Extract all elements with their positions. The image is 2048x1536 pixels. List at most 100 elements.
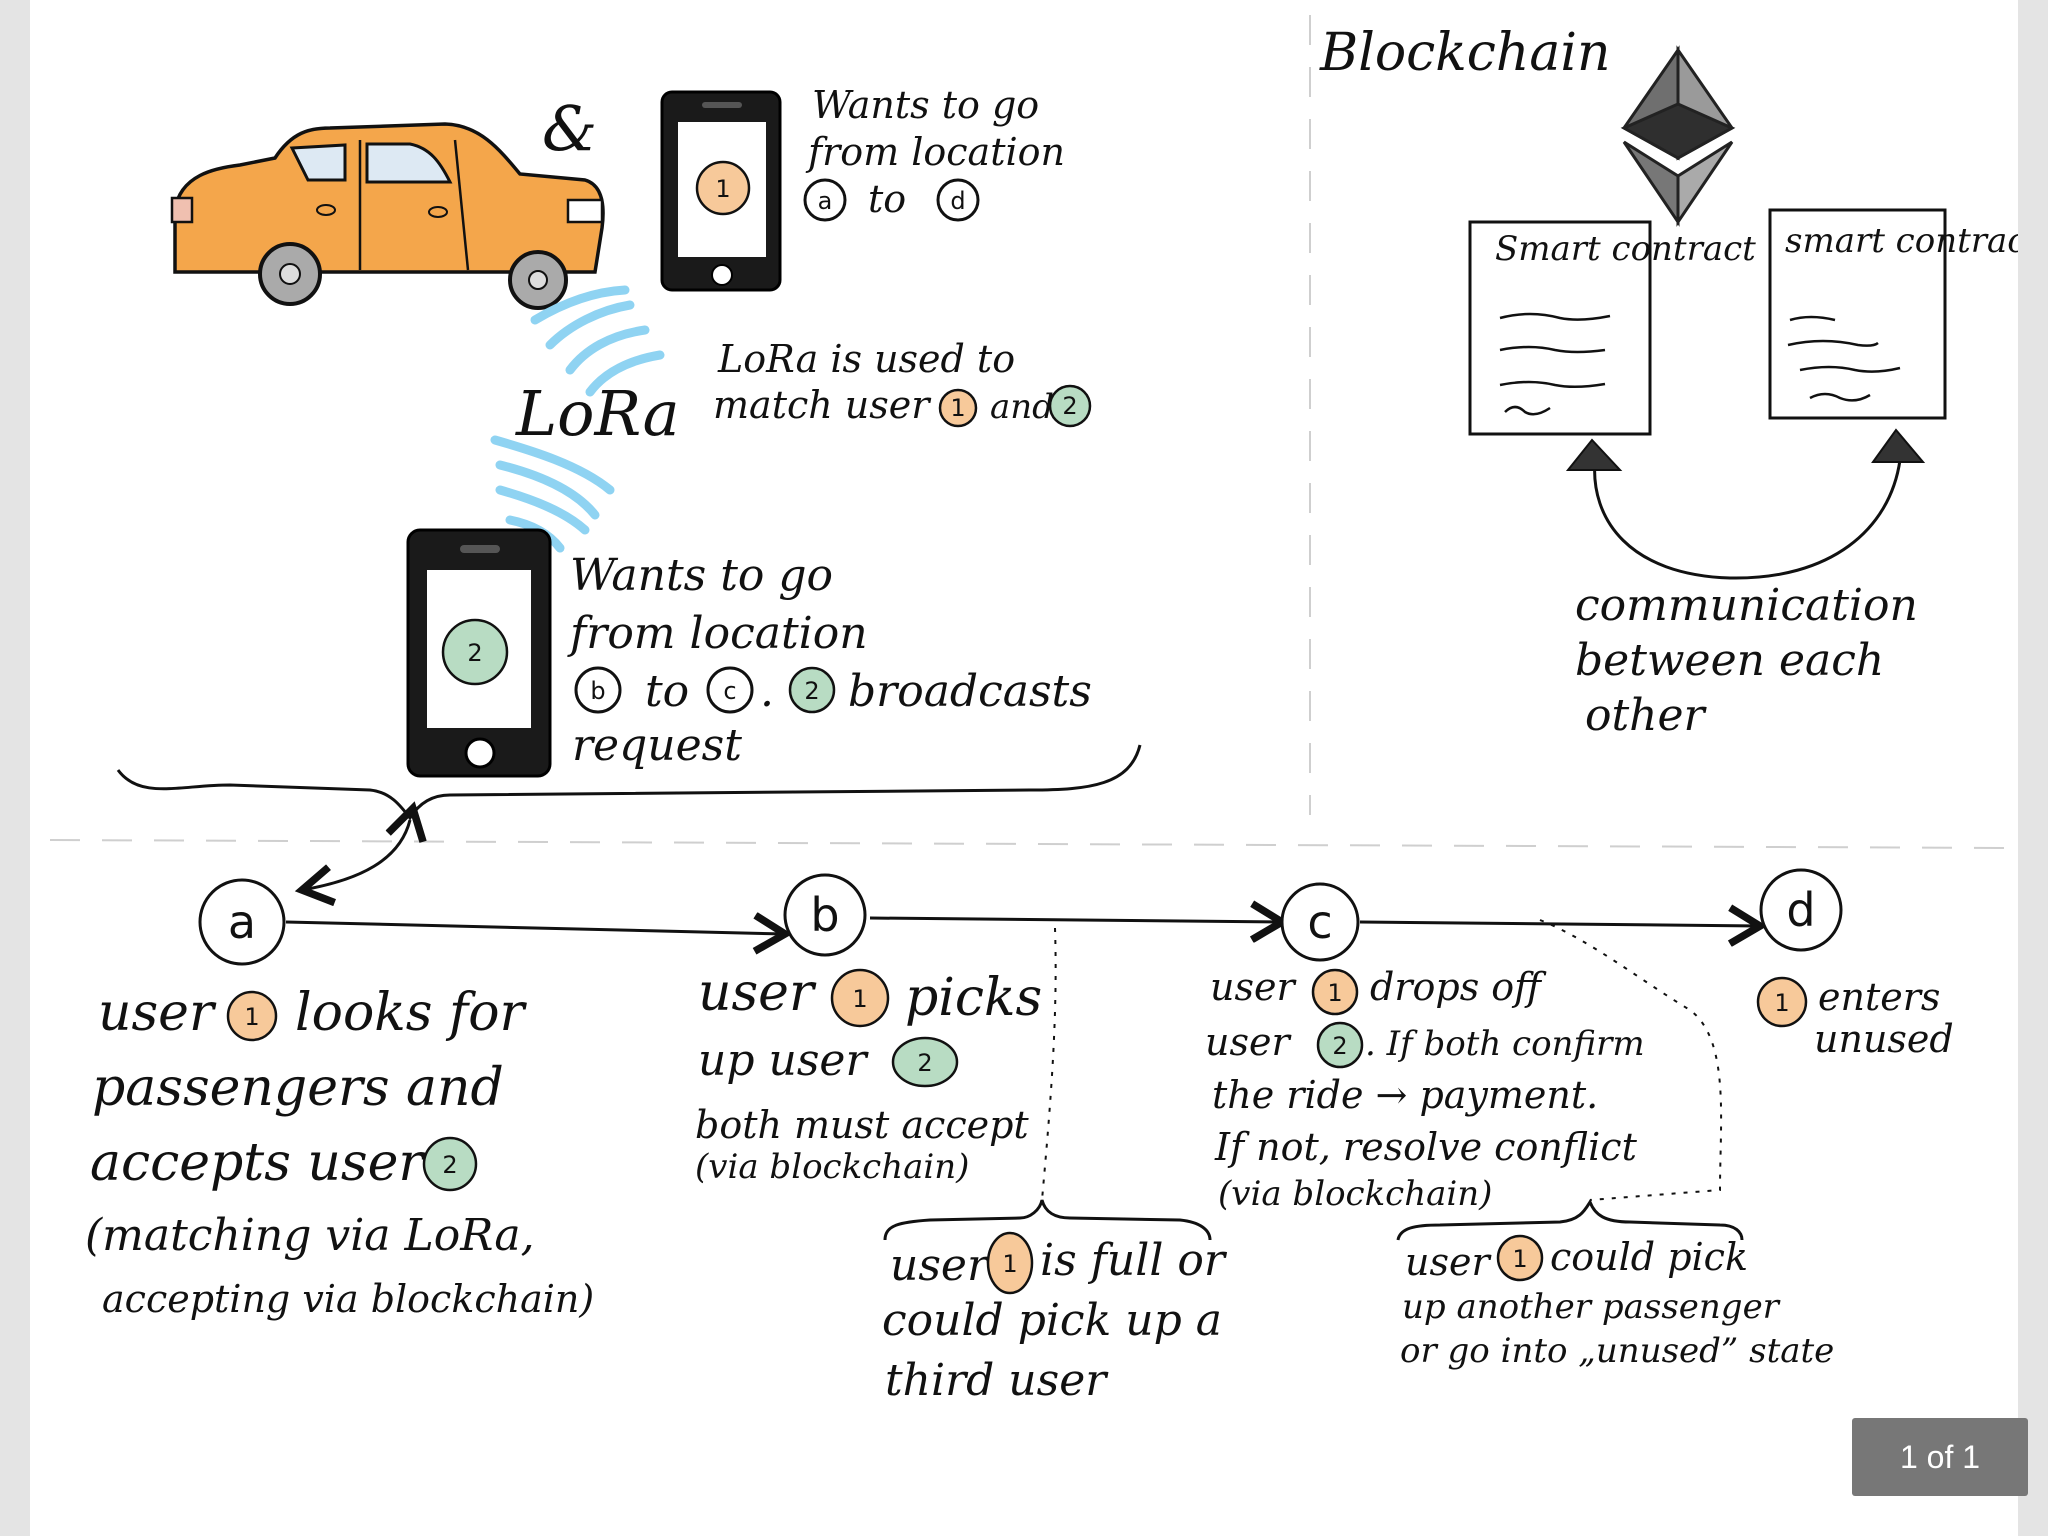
b-badge-user-2 bbox=[891, 1036, 959, 1088]
smart-contract-left: Smart contract bbox=[1468, 220, 1756, 436]
a-text-accepting: accepting via blockchain) bbox=[102, 1277, 594, 1321]
b-text-via: (via blockchain) bbox=[695, 1147, 969, 1187]
cd-badge-user-1 bbox=[1496, 1234, 1544, 1282]
c-text-via: (via blockchain) bbox=[1218, 1174, 1492, 1214]
lora-badge-user-2 bbox=[1048, 384, 1092, 428]
location-marker-d bbox=[936, 178, 980, 222]
d-badge-user-1 bbox=[1756, 976, 1808, 1028]
route-c-d bbox=[1359, 922, 1760, 926]
c-text-drops: drops off bbox=[1370, 965, 1547, 1009]
b-badge-user-1 bbox=[830, 968, 890, 1028]
bc-text-third: third user bbox=[885, 1355, 1109, 1406]
communication-line-1: communication bbox=[1575, 580, 1918, 631]
a-text-looks: looks for bbox=[295, 983, 528, 1043]
route-node-b: b bbox=[783, 873, 867, 957]
a-badge-user-1 bbox=[226, 990, 278, 1042]
d-text-enters: enters bbox=[1818, 975, 1940, 1019]
phone1-loc-d: d bbox=[950, 187, 965, 215]
lora-line-2: match user bbox=[713, 383, 932, 427]
phone1-loc-a: a bbox=[818, 187, 833, 215]
smart-contract-right: smart contract bbox=[1768, 208, 2018, 420]
communication-arrow bbox=[1565, 428, 1926, 580]
car-drawing bbox=[170, 122, 605, 310]
a-text-user: user bbox=[98, 983, 217, 1043]
b-text-picks: picks bbox=[905, 968, 1042, 1028]
a-badge-2-text: 2 bbox=[442, 1151, 457, 1179]
brace-bc bbox=[883, 1199, 1212, 1241]
lora-label: LoRa bbox=[515, 377, 680, 450]
route-a-b bbox=[285, 922, 785, 934]
location-marker-b bbox=[574, 666, 622, 714]
ethereum-icon bbox=[1620, 45, 1736, 227]
a-text-matching: (matching via LoRa, bbox=[85, 1210, 535, 1261]
cd-text-user: user bbox=[1405, 1240, 1492, 1284]
contract-left-label: Smart contract bbox=[1495, 229, 1756, 269]
phone2-badge-user-2 bbox=[788, 666, 836, 714]
ampersand: & bbox=[542, 92, 597, 165]
d-text-unused: unused bbox=[1814, 1017, 1954, 1061]
node-d-label: d bbox=[1786, 883, 1815, 937]
bc-badge-1-text: 1 bbox=[1002, 1250, 1017, 1278]
blockchain-title: Blockchain bbox=[1319, 23, 1611, 83]
phone2-line-1: Wants to go bbox=[570, 550, 833, 601]
b-text-user: user bbox=[698, 963, 817, 1023]
phone-user-1: 1 bbox=[660, 90, 782, 292]
phone1-badge: 1 bbox=[715, 175, 730, 203]
bc-text-could: could pick up a bbox=[882, 1295, 1222, 1346]
sketch-canvas: Blockchain Smart contract smart contract… bbox=[49, 15, 2018, 1406]
phone2-loc-b: b bbox=[590, 677, 605, 705]
horizontal-divider bbox=[49, 839, 2018, 849]
cd-text-another: up another passenger bbox=[1402, 1287, 1781, 1327]
location-marker-a bbox=[803, 178, 847, 222]
cd-text-unused: or go into „unused” state bbox=[1400, 1331, 1834, 1371]
branch-bc-dotted bbox=[1041, 927, 1057, 1201]
phone2-line-2: from location bbox=[567, 608, 868, 659]
brace-to-a-arrow bbox=[302, 820, 410, 890]
c-badge-1-text: 1 bbox=[1327, 979, 1342, 1007]
route-node-c: c bbox=[1280, 882, 1360, 962]
bc-badge-user-1 bbox=[986, 1231, 1034, 1295]
contract-right-label: smart contract bbox=[1785, 221, 2018, 261]
bc-text-full: is full or bbox=[1040, 1235, 1228, 1286]
d-badge-1-text: 1 bbox=[1774, 989, 1789, 1017]
phone1-line-2: from location bbox=[805, 130, 1065, 174]
c-badge-user-2 bbox=[1316, 1021, 1364, 1069]
node-a-label: a bbox=[228, 895, 256, 949]
lora-badge-user-1 bbox=[938, 388, 978, 428]
phone2-badge-2-text: 2 bbox=[804, 677, 819, 705]
c-badge-user-1 bbox=[1311, 968, 1359, 1016]
node-c-label: c bbox=[1307, 895, 1332, 949]
cd-badge-1-text: 1 bbox=[1512, 1245, 1527, 1273]
a-text-accepts: accepts user bbox=[90, 1133, 426, 1193]
b-badge-2-text: 2 bbox=[917, 1049, 932, 1077]
c-text-user: user bbox=[1210, 965, 1297, 1009]
phone2-line-5: request bbox=[572, 720, 742, 771]
phone-user-2: 2 bbox=[406, 528, 552, 778]
phone2-line-4: broadcasts bbox=[848, 666, 1092, 717]
brace-cd bbox=[1396, 1198, 1744, 1241]
communication-line-3: other bbox=[1585, 690, 1708, 741]
c-text-ride: the ride → payment. bbox=[1212, 1073, 1598, 1117]
b-badge-1-text: 1 bbox=[852, 985, 867, 1013]
phone2-dot: . bbox=[760, 666, 774, 717]
c-badge-2-text: 2 bbox=[1332, 1032, 1347, 1060]
a-badge-user-2 bbox=[422, 1136, 478, 1192]
phone1-line-1: Wants to go bbox=[812, 83, 1039, 127]
phone1-line-3: to bbox=[868, 177, 906, 221]
b-text-both: both must accept bbox=[695, 1103, 1029, 1147]
a-text-passengers: passengers and bbox=[92, 1058, 504, 1118]
page-indicator[interactable]: 1 of 1 bbox=[1852, 1418, 2028, 1496]
b-text-up-user: up user bbox=[698, 1035, 869, 1086]
communication-line-2: between each bbox=[1575, 635, 1884, 686]
route-node-a: a bbox=[198, 878, 286, 966]
phone2-line-3: to bbox=[645, 666, 689, 717]
phone2-badge: 2 bbox=[467, 639, 482, 667]
c-text-user-2: user bbox=[1205, 1020, 1292, 1064]
route-b-c bbox=[869, 918, 1282, 922]
phone2-loc-c: c bbox=[723, 677, 736, 705]
lora-badge-2-text: 2 bbox=[1062, 392, 1077, 420]
bc-text-user: user bbox=[890, 1240, 991, 1291]
lora-badge-1-text: 1 bbox=[950, 394, 965, 422]
c-text-confirm: . If both confirm bbox=[1365, 1024, 1645, 1064]
lora-line-3: and bbox=[990, 387, 1054, 427]
